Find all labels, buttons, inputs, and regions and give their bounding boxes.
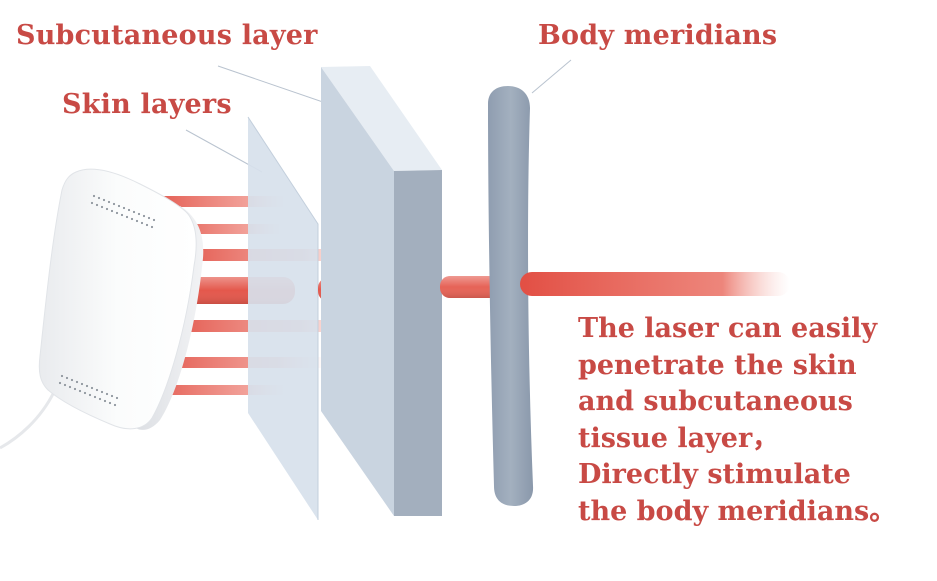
subcutaneous-side-face <box>394 170 442 516</box>
body-meridian-tube <box>488 86 534 506</box>
subcutaneous-top-face <box>321 66 442 171</box>
caption-line: and subcutaneous <box>578 386 853 417</box>
power-cable-icon <box>0 391 56 450</box>
laser-device-icon <box>38 168 204 430</box>
caption-line: The laser can easily <box>578 313 878 344</box>
subcutaneous-layer-block <box>321 66 442 516</box>
caption-line: tissue layer， <box>578 422 780 454</box>
skin-layer-plane <box>248 117 318 520</box>
caption-line: the body meridians。 <box>578 495 897 527</box>
skin-layers-label: Skin layers <box>62 89 232 120</box>
subcutaneous-layer-label: Subcutaneous layer <box>16 20 318 51</box>
description-caption: The laser can easily penetrate the skin … <box>578 311 934 530</box>
main-laser-beam-exit <box>520 272 790 296</box>
subcutaneous-front-face <box>321 67 394 516</box>
device-vent-dots-top <box>90 194 156 229</box>
meridians-leader-line <box>531 59 572 94</box>
device-vent-dots-bottom <box>58 374 119 407</box>
device-face <box>38 168 197 430</box>
caption-line: Directly stimulate <box>578 459 851 490</box>
body-meridians-label: Body meridians <box>538 20 778 51</box>
caption-line: penetrate the skin <box>578 349 857 381</box>
